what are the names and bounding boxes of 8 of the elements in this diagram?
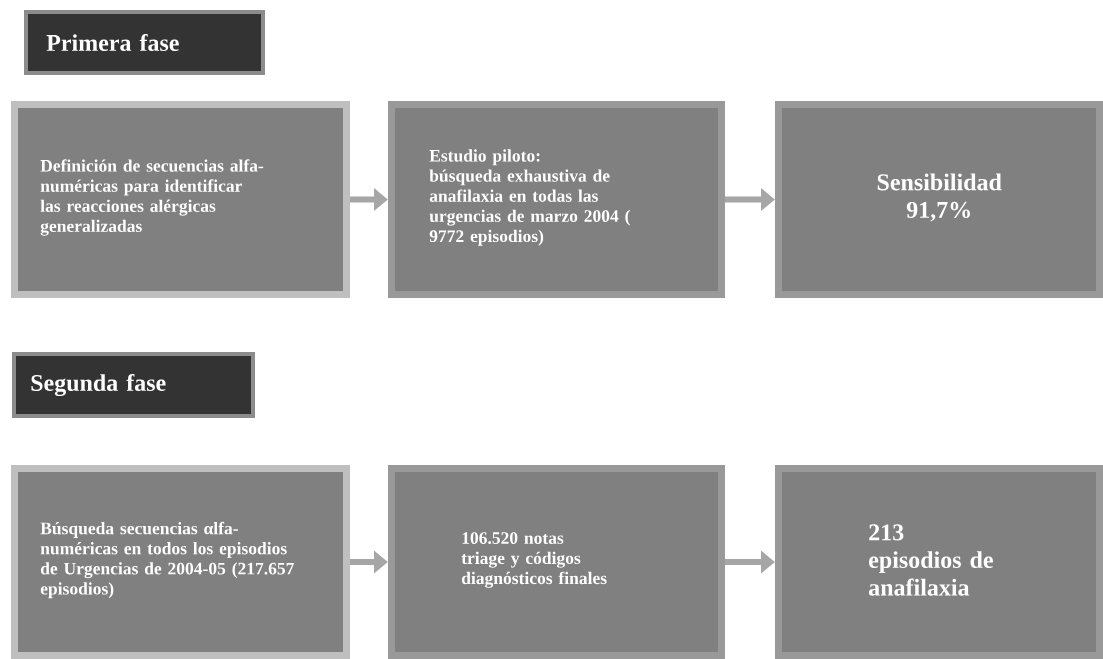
- process-box: Estudio piloto: búsqueda exhaustiva de anafilaxia en todas las urgencias de marzo 2004 ( 9772 episodios): [388, 101, 725, 298]
- process-box: 213 episodios de anafilaxia: [775, 465, 1103, 659]
- process-box: Sensibilidad 91,7%: [775, 101, 1103, 298]
- phase-header: Segunda fase: [12, 352, 255, 418]
- process-box: Búsqueda secuencias αlfa-numéricas en todos los episodios de Urgencias de 2004-05 (217.657 episodios): [11, 465, 350, 659]
- process-box: 106.520 notas triage y códigos diagnósticos finales: [388, 465, 725, 659]
- process-box: Definición de secuencias alfa-numéricas para identificar las reacciones alérgicas generalizadas: [11, 101, 350, 298]
- phase-header: Primera fase: [24, 10, 265, 75]
